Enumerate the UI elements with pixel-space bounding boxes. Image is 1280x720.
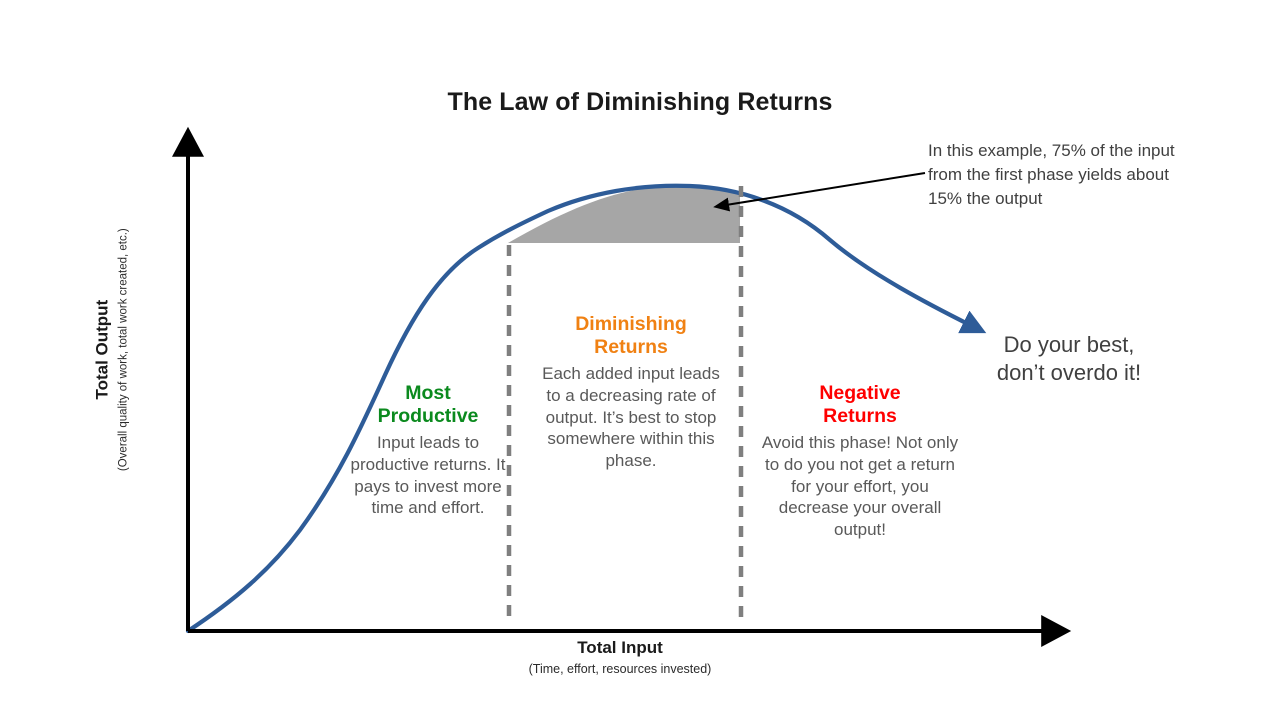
phase-body-negative-returns: Avoid this phase! Not only to do you not…: [761, 433, 959, 539]
callout-arrow-icon: [713, 172, 926, 212]
x-axis-title: Total Input: [577, 638, 663, 657]
y-axis-label-group: Total Output (Overall quality of work, t…: [92, 190, 131, 510]
output-curve: [185, 183, 987, 634]
y-axis-subtitle: (Overall quality of work, total work cre…: [117, 228, 130, 472]
phase-body-diminishing-returns: Each added input leads to a decreasing r…: [542, 364, 720, 470]
page-title: The Law of Diminishing Returns: [447, 88, 833, 116]
closing-annotation: Do your best,don’t overdo it!: [996, 332, 1142, 386]
y-axis-title: Total Output: [92, 299, 112, 400]
shaded-region: [508, 184, 740, 243]
callout-annotation: In this example, 75% of the input from t…: [928, 141, 1175, 209]
phase-body-most-productive: Input leads to productive returns. It pa…: [350, 433, 506, 518]
x-axis-subtitle: (Time, effort, resources invested): [528, 662, 712, 676]
